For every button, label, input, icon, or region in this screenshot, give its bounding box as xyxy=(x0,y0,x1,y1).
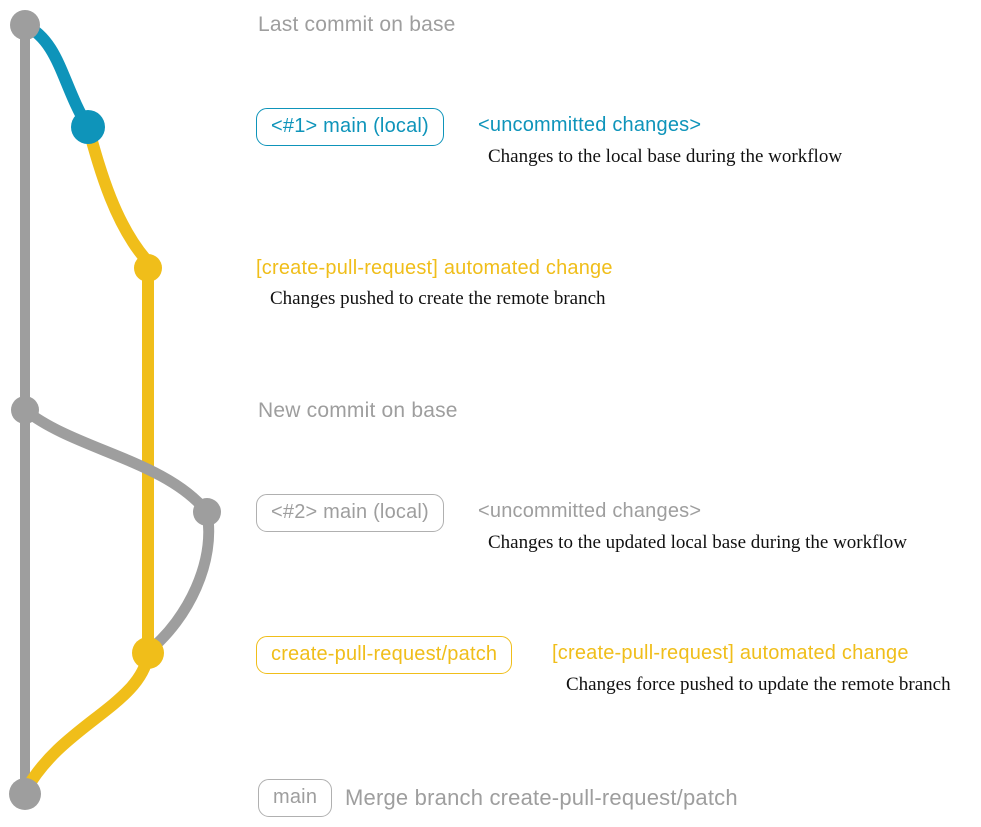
description-automated-change-1: Changes pushed to create the remote bran… xyxy=(270,288,606,309)
label-last-commit-on-base: Last commit on base xyxy=(258,13,456,36)
commit-graph xyxy=(9,10,221,810)
commit-node-local-1 xyxy=(71,110,105,144)
description-uncommitted-changes-2: Changes to the updated local base during… xyxy=(488,532,907,553)
local-branch-curve xyxy=(19,19,94,133)
pr-branch-line xyxy=(82,121,154,659)
branch-badge-main-local-2: <#2> main (local) xyxy=(256,494,444,532)
branch-badge-main: main xyxy=(258,779,333,817)
commit-node-last-base xyxy=(10,10,40,40)
rebase-curve-out xyxy=(19,404,213,518)
merge-curve xyxy=(20,649,154,796)
label-merge-branch: Merge branch create-pull-request/patch xyxy=(345,785,738,810)
commit-node-pr-update xyxy=(132,637,164,669)
commit-node-local-2 xyxy=(193,498,221,526)
heading-automated-change-2: [create-pull-request] automated change xyxy=(552,642,909,664)
branch-badge-create-pull-request-patch: create-pull-request/patch xyxy=(256,636,513,674)
commit-node-new-base xyxy=(11,396,39,424)
heading-uncommitted-changes-1: <uncommitted changes> xyxy=(478,114,702,136)
commit-node-merge xyxy=(9,778,41,810)
label-new-commit-on-base: New commit on base xyxy=(258,399,458,422)
heading-automated-change-1: [create-pull-request] automated change xyxy=(256,257,613,279)
heading-uncommitted-changes-2: <uncommitted changes> xyxy=(478,500,702,522)
branch-badge-main-local-1: <#1> main (local) xyxy=(256,108,444,146)
description-automated-change-2: Changes force pushed to update the remot… xyxy=(566,674,951,695)
description-uncommitted-changes-1: Changes to the local base during the wor… xyxy=(488,146,843,167)
rebase-curve-in xyxy=(144,506,215,656)
commit-node-pr-create xyxy=(134,254,162,282)
